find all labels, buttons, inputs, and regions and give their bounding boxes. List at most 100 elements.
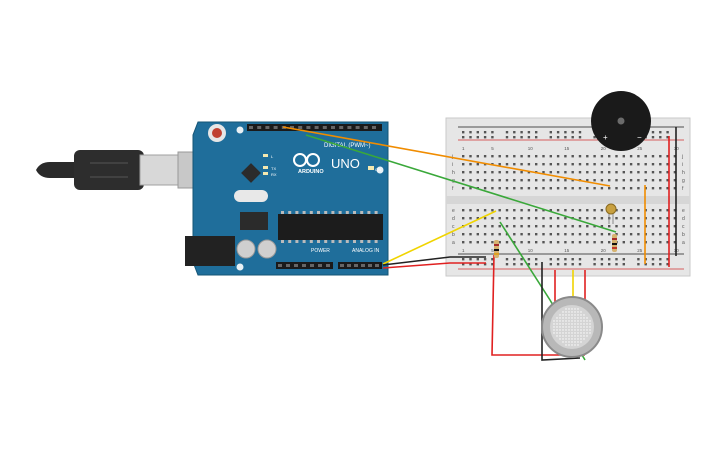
breadboard-hole bbox=[498, 163, 501, 166]
rail-hole bbox=[513, 258, 516, 261]
mesh-dot bbox=[583, 335, 585, 337]
breadboard-hole bbox=[578, 241, 582, 244]
breadboard-hole bbox=[527, 225, 531, 228]
mesh-dot bbox=[559, 314, 561, 316]
breadboard-hole bbox=[556, 155, 560, 158]
breadboard-hole bbox=[542, 187, 545, 190]
breadboard-hole bbox=[491, 217, 494, 220]
breadboard-hole bbox=[462, 233, 465, 236]
rail-hole bbox=[476, 136, 479, 139]
header-hole bbox=[273, 126, 278, 129]
mesh-dot bbox=[574, 335, 576, 337]
breadboard-hole bbox=[549, 155, 552, 158]
breadboard-hole bbox=[520, 187, 523, 190]
breadboard-hole bbox=[505, 163, 509, 166]
mesh-dot bbox=[559, 338, 561, 340]
arduino-board: DIGITAL (PWM~) ARDUINO UNO POWER ANALOG … bbox=[185, 121, 389, 276]
rail-hole bbox=[483, 131, 487, 134]
breadboard-hole bbox=[637, 241, 640, 244]
header-hole bbox=[339, 126, 344, 129]
mesh-dot bbox=[559, 323, 561, 325]
rail-hole bbox=[564, 131, 567, 134]
breadboard-hole bbox=[564, 187, 567, 190]
breadboard-hole bbox=[483, 179, 487, 182]
mesh-dot bbox=[556, 329, 558, 331]
breadboard-hole bbox=[673, 163, 677, 166]
breadboard-hole bbox=[615, 187, 618, 190]
breadboard-hole bbox=[586, 209, 589, 212]
chip-pin bbox=[302, 211, 306, 214]
mesh-dot bbox=[574, 326, 576, 328]
chip-pin bbox=[331, 240, 335, 243]
rail-hole bbox=[513, 131, 516, 134]
breadboard-hole bbox=[651, 209, 655, 212]
breadboard-hole bbox=[535, 187, 538, 190]
breadboard-hole bbox=[666, 163, 669, 166]
mesh-dot bbox=[568, 335, 570, 337]
breadboard-hole bbox=[564, 179, 567, 182]
breadboard-hole bbox=[535, 241, 538, 244]
breadboard-hole bbox=[520, 241, 523, 244]
mesh-dot bbox=[580, 332, 582, 334]
rail-hole bbox=[593, 136, 596, 139]
rail-hole bbox=[556, 136, 560, 139]
breadboard-hole bbox=[593, 171, 596, 174]
chip-pin bbox=[345, 211, 349, 214]
breadboard-hole bbox=[659, 241, 662, 244]
mesh-dot bbox=[571, 329, 573, 331]
column-number: 25 bbox=[637, 146, 643, 151]
breadboard-hole bbox=[644, 155, 647, 158]
breadboard-hole bbox=[476, 155, 479, 158]
row-letter: f bbox=[682, 186, 684, 192]
breadboard-hole bbox=[491, 209, 494, 212]
rail-hole bbox=[476, 258, 479, 261]
breadboard-hole bbox=[666, 233, 669, 236]
header-hole bbox=[322, 126, 327, 129]
reset-button[interactable] bbox=[212, 128, 222, 138]
breadboard-hole bbox=[549, 225, 552, 228]
rail-hole bbox=[659, 136, 662, 139]
row-letter: a bbox=[452, 240, 455, 246]
breadboard-hole bbox=[608, 233, 611, 236]
breadboard-hole bbox=[469, 217, 472, 220]
breadboard-hole bbox=[651, 233, 655, 236]
chip-pin bbox=[281, 240, 284, 243]
breadboard-hole bbox=[469, 187, 472, 190]
rail-hole bbox=[637, 263, 640, 266]
breadboard-hole bbox=[476, 163, 479, 166]
breadboard-hole bbox=[513, 163, 516, 166]
breadboard-hole bbox=[622, 233, 625, 236]
header-hole bbox=[340, 264, 344, 267]
rail-hole bbox=[608, 263, 611, 266]
breadboard-hole bbox=[520, 233, 523, 236]
row-letter: j bbox=[681, 154, 683, 160]
header-hole bbox=[363, 126, 368, 129]
mesh-dot bbox=[574, 317, 576, 319]
header-hole bbox=[355, 126, 360, 129]
breadboard-hole bbox=[498, 179, 501, 182]
breadboard-hole bbox=[673, 171, 677, 174]
mesh-dot bbox=[574, 338, 576, 340]
mesh-dot bbox=[568, 332, 570, 334]
breadboard-hole bbox=[513, 171, 516, 174]
rail-hole bbox=[578, 258, 582, 261]
breadboard-hole bbox=[637, 225, 640, 228]
rail-hole bbox=[462, 131, 465, 134]
breadboard-hole bbox=[673, 233, 677, 236]
mesh-dot bbox=[568, 323, 570, 325]
breadboard-hole bbox=[615, 209, 618, 212]
piezo-buzzer: + − bbox=[591, 91, 651, 151]
breadboard-hole bbox=[513, 209, 516, 212]
breadboard-hole bbox=[600, 171, 604, 174]
breadboard-hole bbox=[498, 241, 501, 244]
breadboard-hole bbox=[462, 171, 465, 174]
breadboard-hole bbox=[673, 225, 677, 228]
chip-pin bbox=[374, 211, 378, 214]
breadboard-hole bbox=[520, 155, 523, 158]
row-letter: e bbox=[452, 208, 455, 214]
breadboard-hole bbox=[520, 225, 523, 228]
rail-hole bbox=[600, 258, 604, 261]
mesh-dot bbox=[580, 320, 582, 322]
row-letter: i bbox=[452, 162, 453, 168]
column-number: 15 bbox=[564, 146, 570, 151]
